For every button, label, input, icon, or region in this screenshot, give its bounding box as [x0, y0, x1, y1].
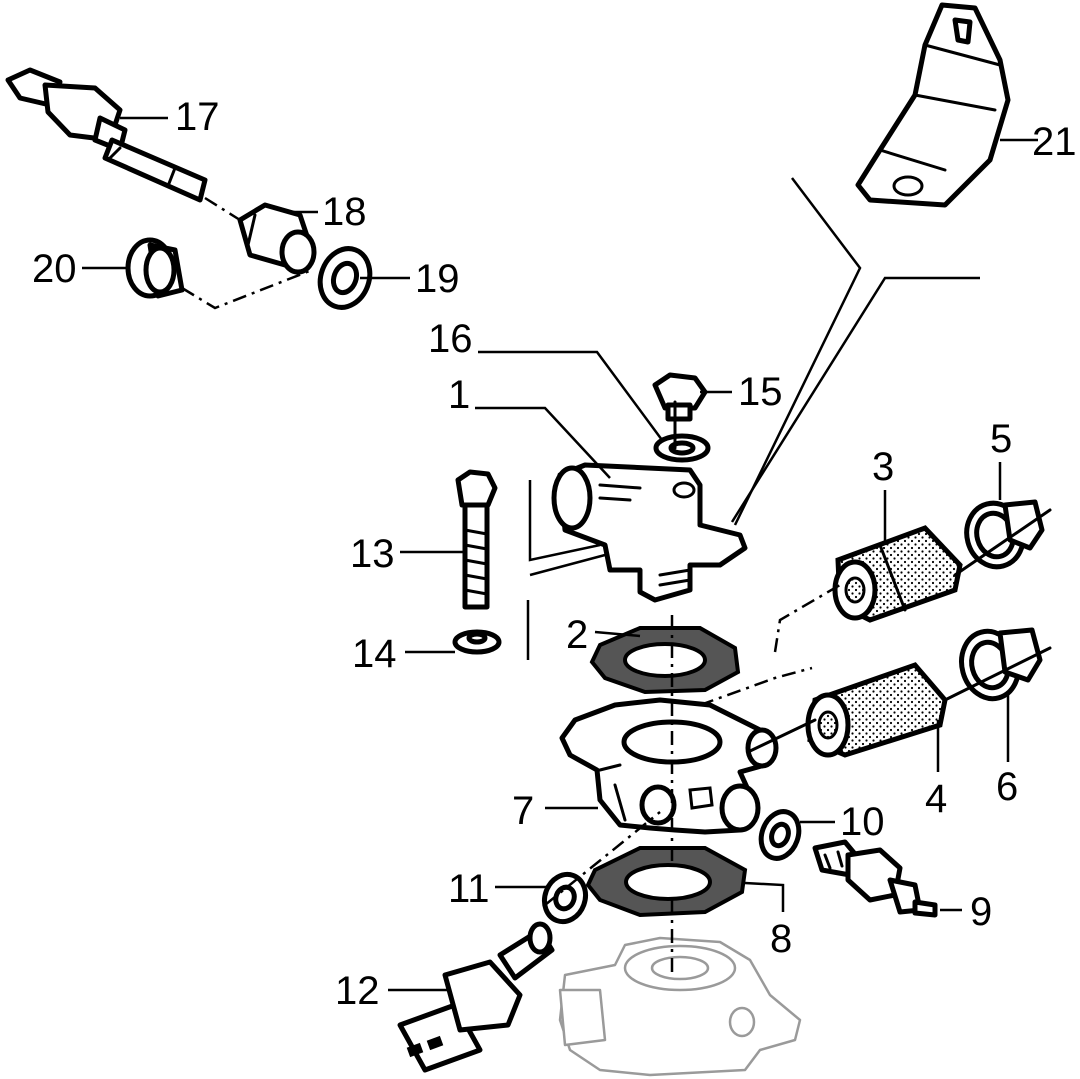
part-12-sensor — [397, 921, 555, 1073]
callout-19: 19 — [415, 257, 460, 301]
part-15-bleed-screw — [652, 372, 708, 422]
callout-2: 2 — [566, 613, 588, 657]
callout-8: 8 — [770, 917, 792, 961]
part-1-outlet-elbow — [551, 462, 748, 603]
part-6-hose-clip — [959, 627, 1043, 702]
part-18-adaptor — [237, 202, 317, 275]
callout-leaders — [82, 116, 1038, 992]
part-2-gasket-upper — [589, 626, 741, 695]
part-7-thermostat-housing — [559, 697, 779, 835]
callout-14: 14 — [352, 632, 397, 676]
part-8-gasket-lower — [585, 846, 748, 918]
callout-1: 1 — [448, 373, 470, 417]
callout-10: 10 — [840, 800, 885, 844]
callout-9: 9 — [970, 890, 992, 934]
part-3-hose-sleeve — [832, 525, 963, 623]
water-pump-housing-ghost — [558, 936, 802, 1077]
part-17-sender-unit — [5, 67, 208, 203]
callout-16: 16 — [428, 317, 473, 361]
part-14-washer — [452, 629, 502, 655]
part-19-washer — [317, 246, 373, 310]
part-4-hose-sleeve — [805, 662, 948, 758]
part-16-sealing-washer — [653, 433, 711, 463]
callout-labels: 1 2 3 4 5 6 7 8 9 10 11 12 13 14 15 16 1… — [32, 95, 1077, 1013]
callout-15: 15 — [738, 370, 783, 414]
callout-20: 20 — [32, 247, 77, 291]
part-11-sealing-ring — [541, 871, 589, 925]
callout-12: 12 — [335, 969, 380, 1013]
part-9-temperature-sender — [812, 839, 938, 918]
part-10-sealing-ring — [758, 809, 802, 861]
assembly-axis-lines — [181, 196, 1052, 975]
callout-13: 13 — [350, 532, 395, 576]
callout-5: 5 — [990, 417, 1012, 461]
callout-18: 18 — [322, 190, 367, 234]
callout-7: 7 — [512, 789, 534, 833]
bracket-reference-lines — [526, 177, 980, 660]
callout-4: 4 — [925, 777, 947, 821]
callout-6: 6 — [996, 765, 1018, 809]
callout-21: 21 — [1032, 120, 1077, 164]
callout-17: 17 — [175, 95, 220, 139]
part-21-bracket — [855, 2, 1011, 208]
callout-3: 3 — [872, 445, 894, 489]
callout-11: 11 — [448, 867, 490, 911]
part-20-plug — [125, 237, 185, 299]
part-13-bolt — [455, 469, 498, 610]
